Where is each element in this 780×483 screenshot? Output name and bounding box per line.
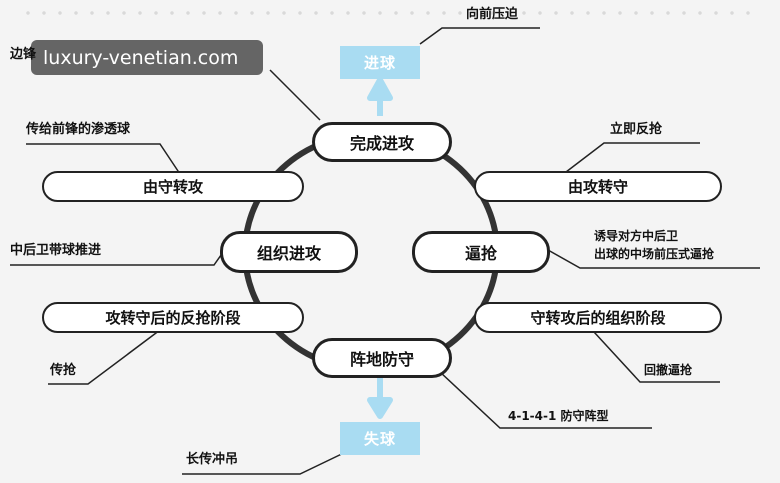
- goal-box: 进球: [340, 46, 420, 79]
- note-push-forward: 向前压迫: [466, 7, 519, 22]
- note-induce-line2: 出球的中场前压式逼抢: [594, 247, 715, 261]
- note-long-ball: 长传冲吊: [186, 452, 239, 467]
- note-immediate-counterpress: 立即反抢: [610, 122, 663, 137]
- defend-position-node: 阵地防守: [312, 338, 452, 378]
- note-formation: 4-1-4-1 防守阵型: [508, 409, 609, 423]
- leader-long-ball: [182, 449, 351, 475]
- attack-finish-node: 完成进攻: [312, 122, 452, 162]
- decorative-dots: [20, 8, 760, 18]
- note-pass-steal: 传抢: [50, 363, 77, 378]
- leader-formation: [439, 371, 652, 429]
- organize-phase-pill: 守转攻后的组织阶段: [474, 302, 722, 333]
- defense-to-attack-pill: 由守转攻: [42, 171, 304, 202]
- goal-arrow: [367, 77, 393, 116]
- lost-ball-box: 失球: [340, 422, 420, 455]
- lost-ball-arrow: [367, 372, 393, 419]
- press-node: 逼抢: [412, 231, 550, 273]
- counterpress-phase-pill: 攻转守后的反抢阶段: [42, 302, 304, 333]
- note-cb-carry: 中后卫带球推进: [10, 243, 102, 258]
- leader-through-ball: [26, 143, 181, 175]
- attack-to-defense-pill: 由攻转守: [474, 171, 722, 202]
- note-through-ball: 传给前锋的渗透球: [26, 122, 131, 137]
- organize-attack-node: 组织进攻: [220, 231, 358, 273]
- note-fallback-press: 回撤逼抢: [644, 363, 693, 377]
- note-wing: 边锋: [10, 47, 37, 62]
- leader-induce-press: [547, 249, 760, 269]
- leader-immediate-counterpress: [565, 142, 700, 173]
- note-induce-line1: 诱导对方中后卫: [594, 229, 679, 243]
- leader-push-forward: [419, 27, 540, 45]
- leader-fallback-press: [593, 331, 720, 383]
- leader-wing: [269, 69, 321, 121]
- watermark: luxury-venetian.com: [31, 40, 263, 75]
- leader-pass-steal: [48, 329, 161, 385]
